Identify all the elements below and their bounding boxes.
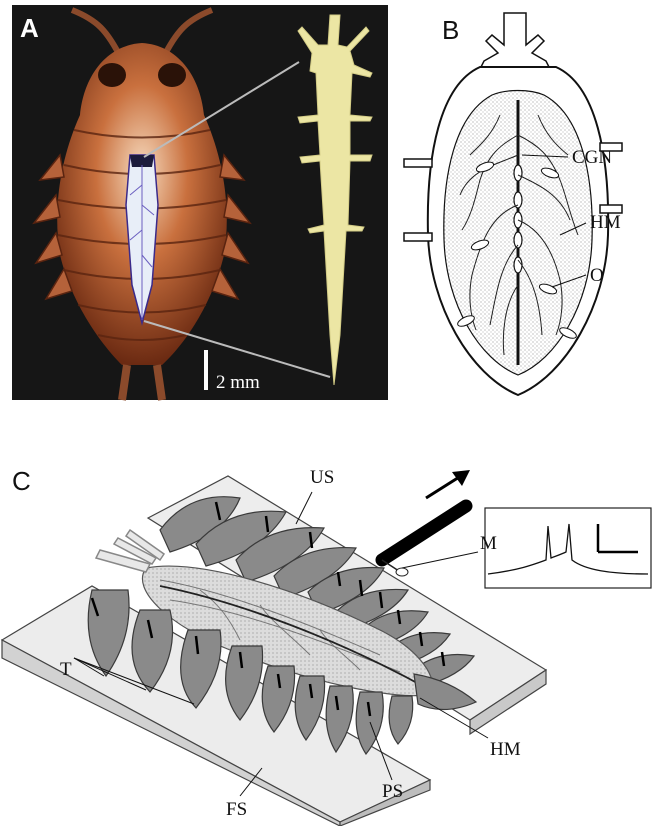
panel-b: B CGN HM O xyxy=(400,5,658,405)
label-us: US xyxy=(310,468,334,487)
microelectrode-shaft xyxy=(382,506,466,560)
electrode-tip-bulb xyxy=(396,568,408,576)
panel-c-diagram xyxy=(0,440,658,826)
scale-bar xyxy=(204,350,208,390)
recording-inset xyxy=(485,508,651,588)
panel-a-photo xyxy=(12,5,388,400)
label-cgn: CGN xyxy=(572,148,612,167)
label-ps: PS xyxy=(382,782,403,801)
label-m: M xyxy=(480,534,497,553)
right-eye xyxy=(158,63,186,87)
left-eye xyxy=(98,63,126,87)
panel-b-drawing xyxy=(400,5,658,405)
direction-arrow-head xyxy=(452,470,470,486)
panel-label-c: C xyxy=(12,468,31,494)
label-fs: FS xyxy=(226,800,247,819)
panel-label-a: A xyxy=(20,15,39,41)
panel-label-b: B xyxy=(442,17,459,43)
label-t: T xyxy=(60,660,72,679)
panel-a: A 2 mm xyxy=(12,5,388,400)
label-o: O xyxy=(590,266,604,285)
aorta xyxy=(480,13,550,69)
label-hm-c: HM xyxy=(490,740,521,759)
panel-c: C US M T FS PS HM xyxy=(0,440,658,826)
scale-bar-label: 2 mm xyxy=(216,373,260,392)
label-hm-b: HM xyxy=(590,213,621,232)
